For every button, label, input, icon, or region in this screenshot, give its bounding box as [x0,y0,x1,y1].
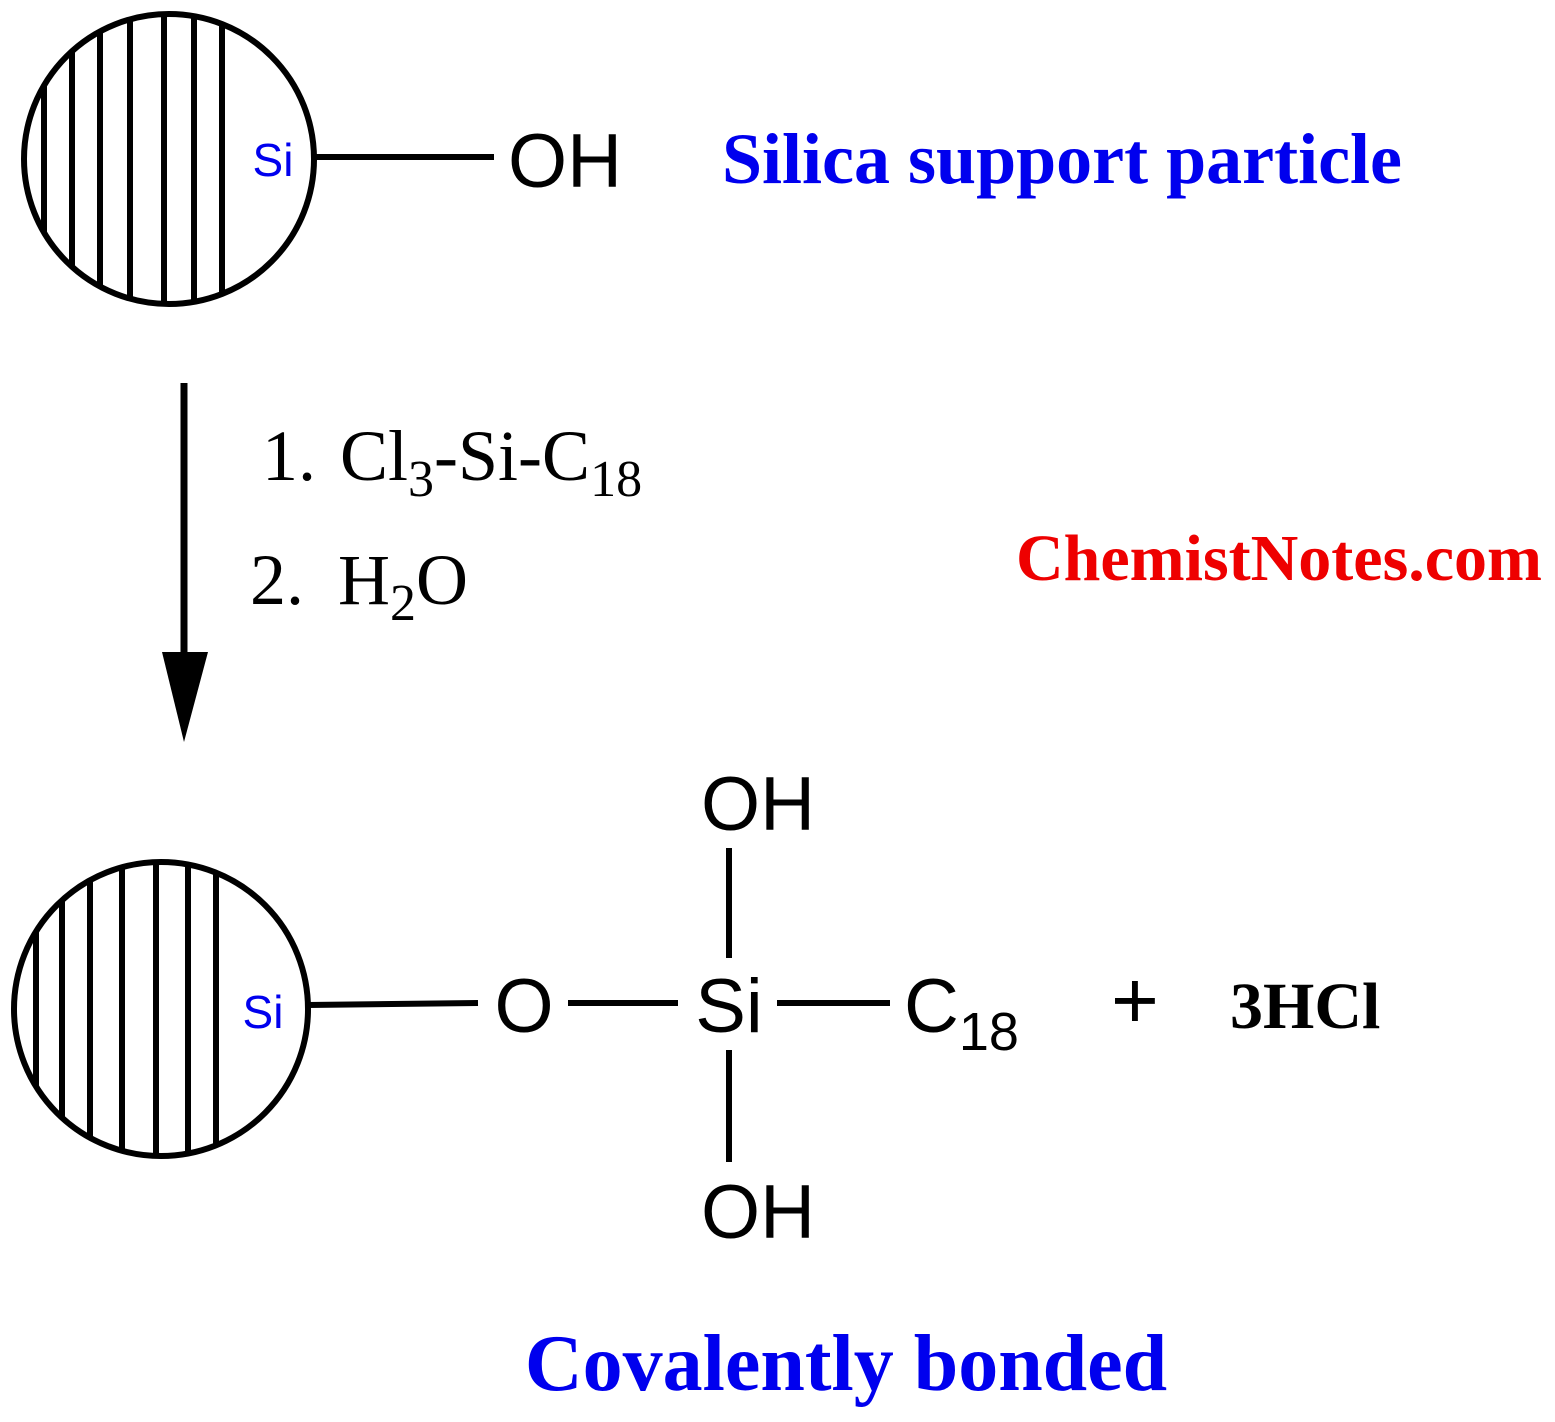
bottom-silica-particle: Si [11,859,311,1159]
watermark: ChemistNotes.com [1016,522,1542,595]
top-oh-on-si: OH [701,762,815,847]
c18-chain: C18 [904,964,1019,1062]
oxygen-atom: O [494,964,553,1049]
byproduct-hcl: 3HCl [1230,970,1380,1043]
reaction-arrow [162,383,208,742]
bottom-oh-on-si: OH [701,1170,815,1255]
top-oh-group: OH [508,119,622,204]
particle-o-bond [307,1000,479,1008]
top-silica-particle: Si [21,11,317,307]
bottom-particle-si-label: Si [243,986,284,1038]
top-particle-si-label: Si [253,134,294,186]
plus-sign: + [1111,955,1159,1046]
silicon-atom: Si [695,964,763,1049]
reagent-step-2: 2.H2O [250,540,468,632]
bottom-caption: Covalently bonded [525,1320,1167,1408]
reagent-step-1: 1.Cl3-Si-C18 [262,416,642,508]
top-caption: Silica support particle [722,119,1402,199]
